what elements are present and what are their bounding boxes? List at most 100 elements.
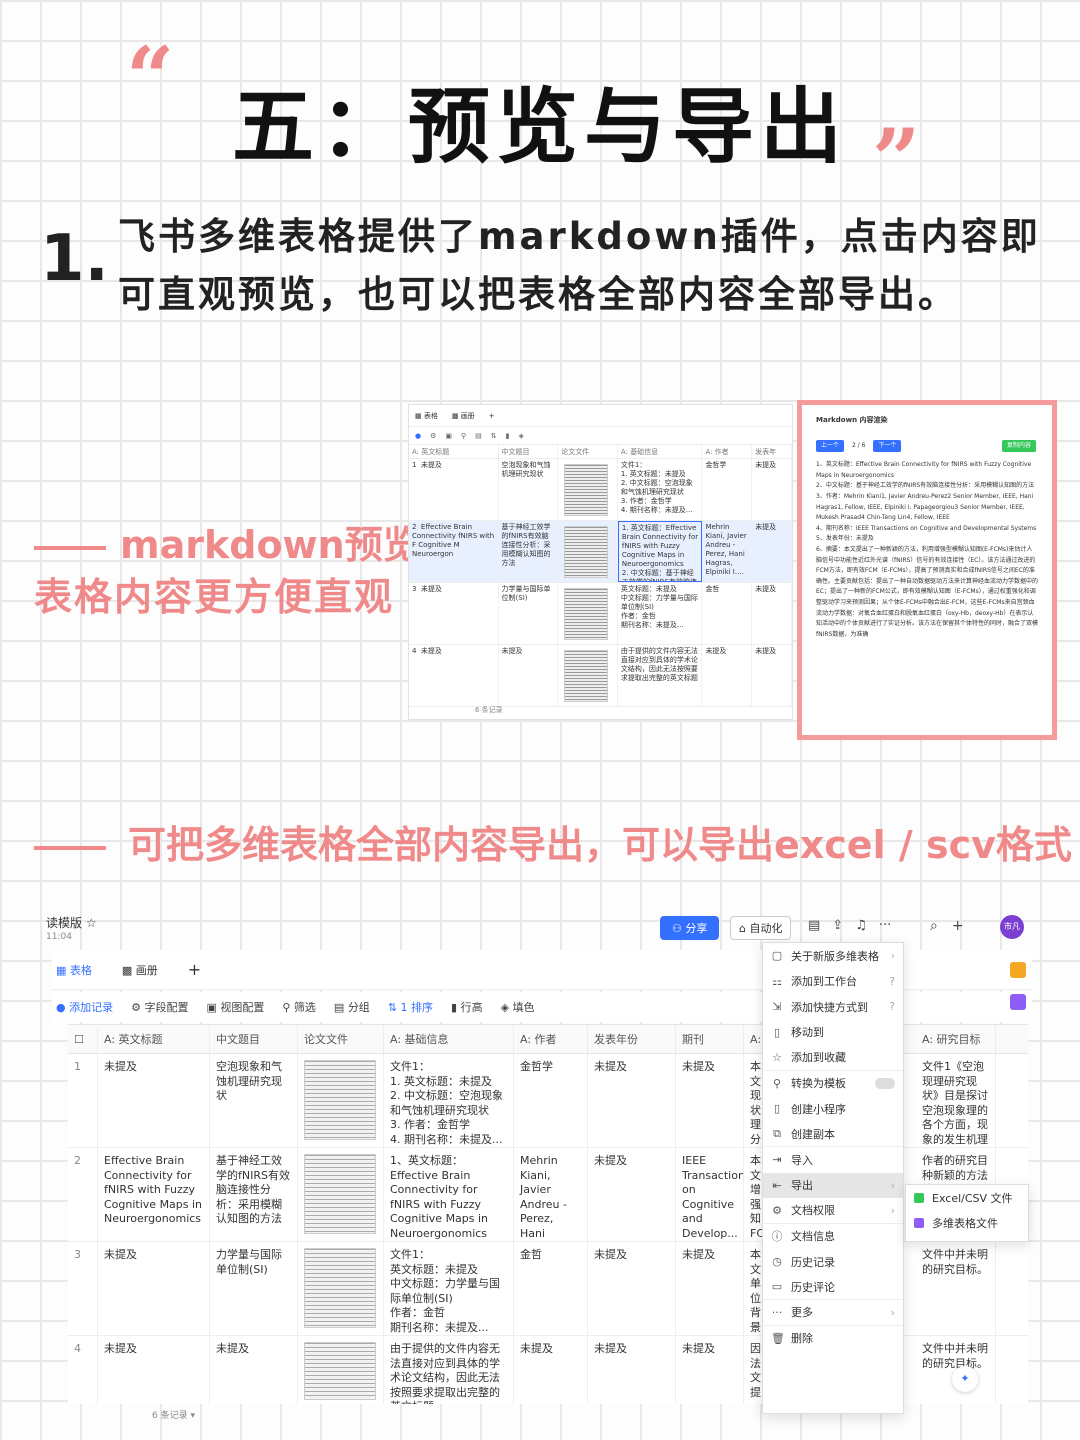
template-toggle[interactable] bbox=[875, 1077, 895, 1089]
menu-item-export[interactable]: ⇤导出› bbox=[763, 1172, 903, 1198]
menu-item-about[interactable]: ▢关于新版多维表格› bbox=[771, 949, 895, 963]
menu-item-delete[interactable]: 🗑删除 bbox=[771, 1331, 813, 1346]
col-goal[interactable]: A: 研究目标 bbox=[916, 1025, 996, 1053]
filter-button[interactable]: ⚲ 筛选 bbox=[282, 1001, 316, 1014]
automation-button[interactable]: ⌂ 自动化 bbox=[730, 916, 792, 940]
table-row[interactable]: 2 Effective Brain Connectivity fNIRS wit… bbox=[409, 521, 792, 583]
plus-icon[interactable]: + bbox=[951, 918, 964, 934]
bell-icon[interactable]: ♫ bbox=[855, 918, 867, 933]
group-icon[interactable]: ▤ bbox=[475, 431, 482, 440]
menu-item-history[interactable]: ◷历史记录 bbox=[772, 1255, 835, 1269]
cell-file[interactable] bbox=[558, 645, 618, 706]
tab-table[interactable]: ▦ 表格 bbox=[415, 411, 438, 420]
add-icon[interactable]: ● bbox=[415, 431, 422, 440]
share-button[interactable]: ⚇ 分享 bbox=[660, 916, 720, 940]
row-height-button[interactable]: ▮ 行高 bbox=[451, 1001, 483, 1014]
doc-title[interactable]: 读模版 bbox=[46, 916, 83, 930]
tab-table[interactable]: ▦ 表格 bbox=[56, 963, 92, 977]
prev-button[interactable]: 上一个 bbox=[816, 439, 845, 453]
col-cn-title[interactable]: 中文题目 bbox=[499, 445, 559, 458]
export-bitable-file[interactable]: 多维表格文件 bbox=[906, 1211, 1028, 1237]
table-row[interactable]: 2 Effective Brain Connectivity for fNIRS… bbox=[68, 1148, 1028, 1242]
document-thumbnail[interactable] bbox=[564, 526, 609, 578]
star-icon[interactable]: ☆ bbox=[85, 916, 97, 930]
col-info[interactable]: A: 基础信息 bbox=[384, 1025, 514, 1053]
sort-button[interactable]: ⇅ 1 排序 bbox=[387, 1001, 434, 1014]
col-author[interactable]: A: 作者 bbox=[702, 445, 753, 458]
menu-item-add-workspace[interactable]: ⚏添加到工作台? bbox=[772, 974, 895, 989]
cell-author: 金哲学 bbox=[514, 1054, 588, 1147]
menu-item-favorite[interactable]: ☆添加到收藏 bbox=[763, 1045, 903, 1071]
color-icon[interactable]: ◈ bbox=[518, 431, 524, 440]
col-info[interactable]: A: 基础信息 bbox=[618, 445, 703, 458]
settings-icon[interactable]: ⚙ bbox=[430, 431, 437, 440]
document-thumbnail[interactable] bbox=[564, 588, 609, 640]
col-year[interactable]: 发表年 bbox=[752, 445, 792, 458]
menu-item-permission[interactable]: ⚙文档权限› bbox=[763, 1198, 903, 1224]
assistant-icon[interactable]: ✦ bbox=[952, 1366, 978, 1392]
view-icon[interactable]: ▣ bbox=[445, 431, 453, 440]
add-tab-button[interactable]: + bbox=[187, 960, 202, 979]
cell-info-selected[interactable]: 1. 英文标题：Effective Brain Connectivity for… bbox=[617, 521, 703, 582]
col-en-title[interactable]: A: 英文标题 bbox=[409, 445, 499, 458]
table-row[interactable]: 1 未提及 空泡现象和气蚀机理研究现状 文件1： 1. 英文标题：未提及 2. … bbox=[68, 1054, 1028, 1148]
doc-icon[interactable]: ▤ bbox=[808, 918, 821, 933]
col-year[interactable]: 发表年份 bbox=[588, 1025, 676, 1053]
col-file[interactable]: 论文文件 bbox=[558, 445, 618, 458]
table-row[interactable]: 4 未提及 未提及 由于提供的文件内容无法直接对应到具体的学术论文结构，因此无法… bbox=[68, 1336, 1028, 1404]
export-icon[interactable]: ⇪ bbox=[832, 918, 844, 933]
col-journal[interactable]: 期刊 bbox=[676, 1025, 744, 1053]
menu-item-comment-history[interactable]: ▭历史评论 bbox=[763, 1275, 903, 1300]
col-file[interactable]: 论文文件 bbox=[298, 1025, 384, 1053]
fill-color-button[interactable]: ◈ 填色 bbox=[500, 1001, 535, 1014]
menu-item-add-shortcut[interactable]: ⇲添加快捷方式到? bbox=[772, 1000, 895, 1014]
menu-item-template[interactable]: ⚲转换为模板 bbox=[763, 1071, 903, 1097]
table-row[interactable]: 3 未提及 力学量与国际单位制(SI) 英文标题：未提及 中文标题：力学量与国际… bbox=[409, 583, 792, 645]
table-row[interactable]: 1 未提及 空泡现象和气蚀机理研究现状 文件1： 1. 英文标题：未提及 2. … bbox=[409, 459, 792, 521]
sort-icon[interactable]: ⇅ bbox=[490, 431, 497, 440]
document-thumbnail[interactable] bbox=[304, 1248, 376, 1328]
add-tab-button[interactable]: + bbox=[488, 411, 495, 420]
col-cn-title[interactable]: 中文题目 bbox=[210, 1025, 298, 1053]
menu-item-duplicate[interactable]: ⧉创建副本 bbox=[763, 1122, 903, 1147]
menu-item-move[interactable]: ▯移动到 bbox=[763, 1020, 903, 1046]
form-icon[interactable] bbox=[1010, 994, 1026, 1010]
plugin-icon[interactable] bbox=[1010, 962, 1026, 978]
cell-file[interactable] bbox=[298, 1148, 384, 1241]
select-all-checkbox[interactable]: ☐ bbox=[68, 1026, 98, 1052]
document-thumbnail[interactable] bbox=[304, 1154, 376, 1234]
row-number: 2 bbox=[412, 523, 417, 531]
document-thumbnail[interactable] bbox=[564, 464, 609, 516]
menu-item-miniapp[interactable]: ▯创建小程序 bbox=[763, 1096, 903, 1122]
cell-file[interactable] bbox=[298, 1242, 384, 1335]
export-excel-csv[interactable]: Excel/CSV 文件 bbox=[906, 1185, 1028, 1211]
cell-file[interactable] bbox=[558, 521, 618, 582]
table-row[interactable]: 4 未提及 未提及 由于提供的文件内容无法直接对应到具体的学术论文结构，因此无法… bbox=[409, 645, 792, 707]
cell-file[interactable] bbox=[298, 1336, 384, 1404]
tab-gallery[interactable]: ▩ 画册 bbox=[121, 963, 158, 977]
document-thumbnail[interactable] bbox=[564, 650, 609, 702]
col-en-title[interactable]: A: 英文标题 bbox=[98, 1025, 210, 1053]
col-author[interactable]: A: 作者 bbox=[514, 1025, 588, 1053]
add-record-button[interactable]: ● 添加记录 bbox=[56, 1001, 114, 1014]
menu-item-more[interactable]: ···更多› bbox=[763, 1300, 903, 1326]
cell-file[interactable] bbox=[558, 459, 618, 520]
menu-item-import[interactable]: ⇥导入 bbox=[772, 1153, 813, 1167]
height-icon[interactable]: ▮ bbox=[505, 431, 510, 440]
more-icon[interactable]: ··· bbox=[878, 918, 892, 933]
field-config-button[interactable]: ⚙ 字段配置 bbox=[131, 1001, 189, 1014]
table-row[interactable]: 3 未提及 力学量与国际单位制(SI) 文件1： 英文标题：未提及 中文标题：力… bbox=[68, 1242, 1028, 1336]
document-thumbnail[interactable] bbox=[304, 1342, 376, 1400]
group-button[interactable]: ▤ 分组 bbox=[333, 1001, 370, 1014]
cell-file[interactable] bbox=[298, 1054, 384, 1147]
tab-gallery[interactable]: ▩ 画册 bbox=[451, 411, 475, 420]
document-thumbnail[interactable] bbox=[304, 1060, 376, 1140]
filter-icon[interactable]: ⚲ bbox=[461, 431, 467, 440]
avatar[interactable]: 市凡 bbox=[1000, 915, 1024, 939]
view-config-button[interactable]: ▣ 视图配置 bbox=[206, 1001, 265, 1014]
copy-button[interactable]: 复制内容 bbox=[1001, 439, 1036, 453]
cell-file[interactable] bbox=[558, 583, 618, 644]
search-icon[interactable]: ⌕ bbox=[930, 918, 938, 934]
next-button[interactable]: 下一个 bbox=[873, 439, 902, 453]
